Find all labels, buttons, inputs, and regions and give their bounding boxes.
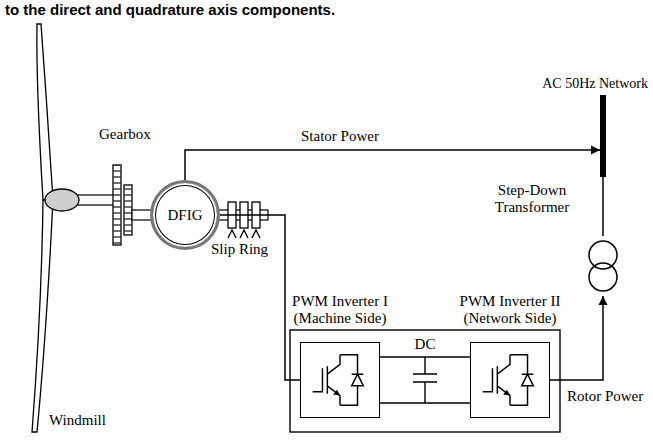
- converter-enclosure: [290, 330, 560, 432]
- connector: [603, 177, 604, 236]
- generator-circle: DFIG: [150, 180, 220, 250]
- brushes: [228, 230, 260, 238]
- dc-link-capacitor: [380, 357, 470, 403]
- transformer-symbol: [583, 236, 623, 296]
- inverter-box: PWM Inverter II (Network Side): [470, 342, 550, 418]
- dc-label: DC: [414, 336, 437, 353]
- cropped-heading: to the direct and quadrature axis compon…: [4, 1, 336, 18]
- blade: [37, 24, 53, 200]
- power-label: Stator Power: [300, 128, 380, 145]
- igbt-diode-symbol: [301, 343, 379, 417]
- igbt-diode-symbol: [471, 343, 549, 417]
- hub: [45, 189, 79, 211]
- gear-small: [124, 185, 132, 235]
- connector: [220, 215, 300, 380]
- gear-large: [113, 165, 121, 245]
- node-label: PWM Inverter I (Machine Side): [280, 293, 400, 327]
- node-label: PWM Inverter II (Network Side): [450, 293, 570, 327]
- high-speed-shaft: [132, 210, 152, 220]
- power-label: Rotor Power: [566, 388, 644, 405]
- arrowhead: [599, 296, 608, 305]
- part-name: Gearbox: [98, 126, 152, 143]
- transformer: Step-Down Transformer: [583, 236, 623, 296]
- blade: [32, 200, 53, 432]
- gear-teeth: [124, 185, 132, 235]
- network-bus: AC 50Hz Network: [600, 95, 606, 177]
- node-label: Step-Down Transformer: [489, 182, 575, 216]
- node-label: AC 50Hz Network: [542, 75, 648, 92]
- inverter-box: PWM Inverter I (Machine Side): [300, 342, 380, 418]
- part-name: Slip Ring: [210, 241, 269, 258]
- gear-teeth: [113, 165, 121, 245]
- arrowhead: [591, 146, 600, 155]
- connector: [380, 357, 470, 358]
- connector: [185, 146, 600, 181]
- part-name: Windmill: [48, 412, 107, 429]
- node-label: DFIG: [167, 207, 202, 224]
